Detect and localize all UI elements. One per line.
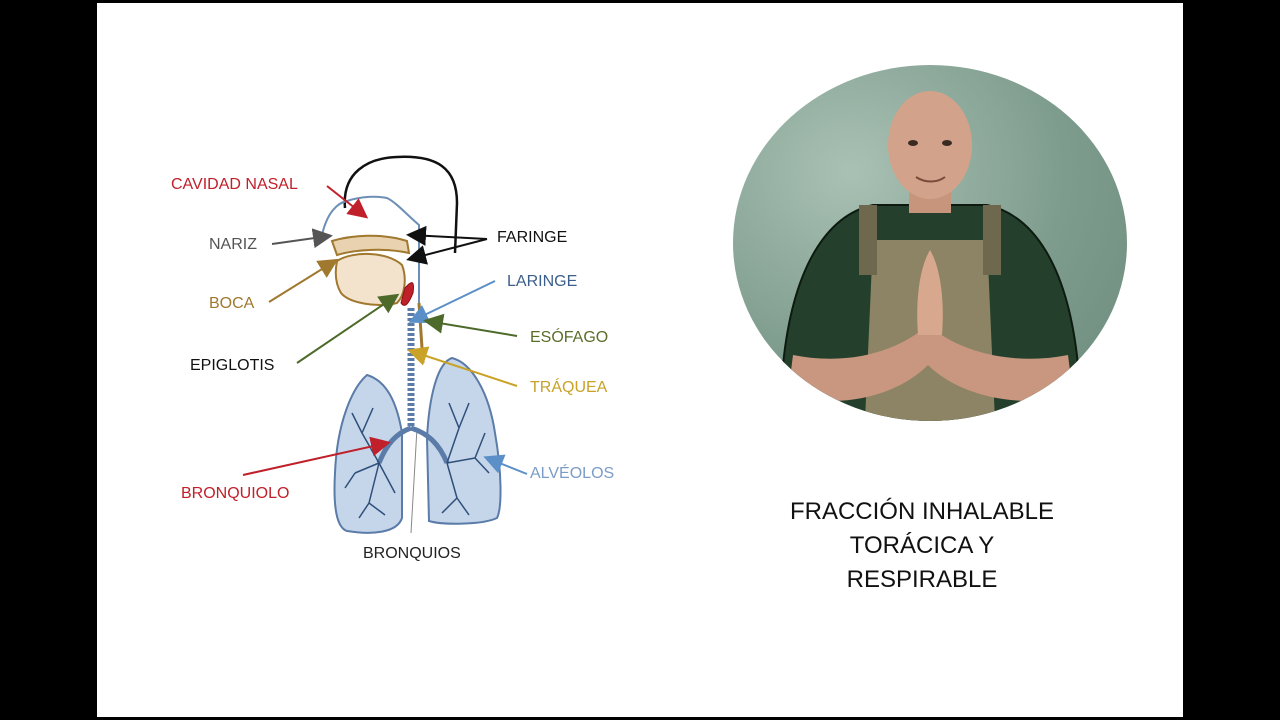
arrow-laringe xyxy=(408,280,496,324)
label-nariz: NARIZ xyxy=(209,236,257,253)
mouth-cavity xyxy=(330,234,411,257)
caption-line-2: TORÁCICA Y xyxy=(849,532,995,559)
presenter-arms xyxy=(788,325,1073,401)
presenter-photo xyxy=(733,65,1127,421)
arrow-epiglotis xyxy=(296,293,400,364)
arrow-nariz xyxy=(271,228,333,249)
respiratory-system-diagram xyxy=(242,155,528,534)
arrow-traquea xyxy=(407,346,518,387)
caption-line-1: FRACCIÓN INHALABLE xyxy=(789,498,1055,525)
slide-caption: FRACCIÓN INHALABLE TORÁCICA Y RESPIRABLE xyxy=(737,495,1107,597)
arrow-boca xyxy=(268,258,339,303)
nasal-cavity-outline xyxy=(321,195,420,243)
label-alveolos: ALVÉOLOS xyxy=(530,465,615,482)
arrow-bronquiolo xyxy=(242,436,391,476)
slide: CAVIDAD NASAL NARIZ BOCA EPIGLOTIS BRONQ… xyxy=(97,3,1183,717)
label-boca: BOCA xyxy=(209,295,255,312)
right-lung xyxy=(425,356,502,525)
caption-line-3: RESPIRABLE xyxy=(846,566,998,593)
label-faringe: FARINGE xyxy=(497,229,568,246)
arrow-cavidad-nasal xyxy=(326,185,369,219)
bronchi xyxy=(376,425,450,464)
presenter-head xyxy=(888,91,972,199)
arrow-faringe-2 xyxy=(406,238,488,265)
epiglottis-shape xyxy=(400,282,414,306)
label-traquea: TRÁQUEA xyxy=(530,379,608,396)
label-laringe: LARINGE xyxy=(507,273,578,290)
label-epiglotis: EPIGLOTIS xyxy=(190,357,275,374)
midline xyxy=(410,427,418,534)
arrow-faringe-1 xyxy=(406,225,488,246)
bronchial-tree-right xyxy=(441,402,490,516)
label-esofago: ESÓFAGO xyxy=(530,329,609,346)
label-bronquiolo: BRONQUIOLO xyxy=(181,485,290,502)
label-bronquios: BRONQUIOS xyxy=(363,545,461,562)
left-lung xyxy=(333,373,403,534)
head-outline xyxy=(343,155,459,254)
presenter-hands xyxy=(917,250,943,335)
arrow-alveolos xyxy=(483,454,528,475)
label-cavidad-nasal: CAVIDAD NASAL xyxy=(171,176,298,193)
arrow-esofago xyxy=(423,313,518,337)
